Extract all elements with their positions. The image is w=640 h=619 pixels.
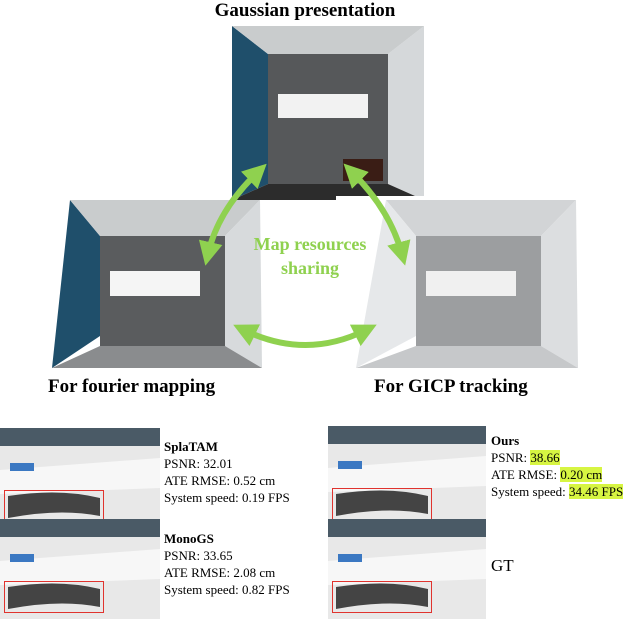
- bottom-arrow: [233, 324, 377, 348]
- monogs-info: MonoGS PSNR: 33.65 ATE RMSE: 2.08 cm Sys…: [164, 531, 290, 597]
- ours-info: Ours PSNR: 38.66 ATE RMSE: 0.20 cm Syste…: [491, 433, 624, 499]
- ate-highlight: 0.20 cm: [560, 467, 603, 482]
- zoom-box: [4, 490, 104, 522]
- speed-highlight: 34.46 FPS: [569, 484, 624, 499]
- map-sharing-label: Map resources sharing: [253, 234, 367, 278]
- psnr-highlight: 38.66: [530, 450, 560, 465]
- right-caption: For GICP tracking: [374, 376, 528, 397]
- ours-thumbnail: [328, 426, 486, 526]
- gt-thumbnail: [328, 519, 486, 619]
- figure-title: Gaussian presentation: [214, 0, 396, 21]
- gicp-tracking-room-image: [336, 196, 580, 372]
- arrows-diagram: [198, 163, 411, 348]
- splatam-info: SplaTAM PSNR: 32.01 ATE RMSE: 0.52 cm Sy…: [164, 439, 290, 505]
- zoom-box: [332, 581, 432, 613]
- right-arrow: [343, 163, 411, 266]
- left-arrow: [198, 163, 267, 266]
- gt-label: GT: [491, 556, 514, 575]
- left-caption: For fourier mapping: [48, 376, 216, 397]
- splatam-thumbnail: [0, 428, 160, 528]
- zoom-box: [4, 581, 104, 613]
- zoom-box: [332, 488, 432, 520]
- monogs-thumbnail: [0, 519, 160, 619]
